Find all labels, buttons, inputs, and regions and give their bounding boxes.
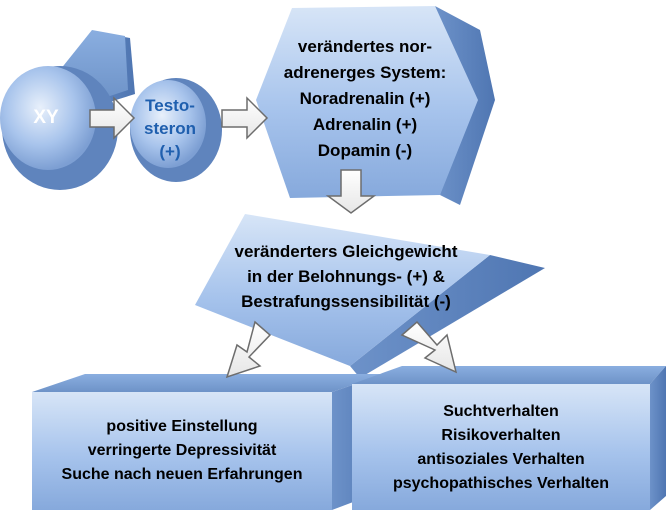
xy-node-shape	[0, 30, 135, 190]
xy-label: XY	[33, 107, 59, 128]
balance-node-shape	[195, 214, 545, 378]
arrow-balance-to-behavior-icon	[400, 320, 458, 374]
balance-label: veränderters Gleichgewicht in der Belohn…	[234, 241, 458, 311]
system-label: verändertes nor- adrenerges System: Nora…	[283, 37, 447, 160]
testosteron-label: Testo- steron (+)	[144, 95, 196, 161]
positive-label: positive Einstellung verringerte Depress…	[61, 418, 303, 483]
arrow-balance-to-positive-icon	[225, 320, 272, 379]
behavior-label: Suchtverhalten Risikoverhalten antisozia…	[392, 403, 610, 492]
testosteron-node-shape	[130, 78, 222, 182]
arrow-system-to-balance-icon	[325, 169, 377, 214]
system-node-shape	[256, 6, 495, 205]
arrow-testosteron-to-system-icon	[221, 96, 269, 140]
arrow-xy-to-testosteron-icon	[89, 96, 136, 140]
behavior-box-shape	[352, 366, 666, 510]
